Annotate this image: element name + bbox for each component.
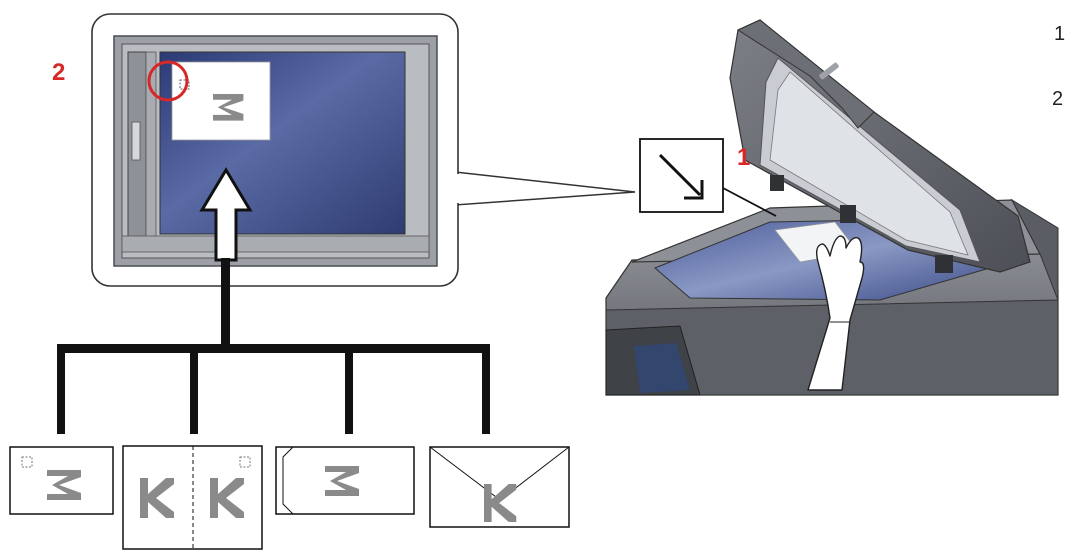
dashed-corner-icon [239,456,251,468]
placement-direction-box [639,138,724,213]
side-list-number-1: 1 [1054,23,1065,45]
callout-pointer [454,171,636,206]
original-types-connector [57,258,490,434]
corner-highlight-ring [147,60,189,102]
multifunction-printer [605,19,1059,396]
step-2-label: 2 [52,59,65,86]
step-1-label: 1 [737,144,750,171]
k-letter-icon [484,484,517,522]
k-letter-icon [47,470,81,500]
k-letter-icon [325,466,359,496]
placement-pointer-line [722,187,777,217]
k-letter-icon [140,478,174,518]
dashed-corner-icon [21,456,33,468]
original-book [122,445,263,550]
hand-pressing-original [807,235,865,391]
original-on-platen [171,61,271,141]
k-letter-icon [210,478,244,518]
original-envelope-top-flap [429,446,570,528]
side-list-number-2: 2 [1052,88,1063,110]
k-letter-icon [213,94,244,121]
diagonal-arrow-icon [658,153,704,200]
platen-zoom-callout [91,13,636,287]
original-envelope-side-flap [275,446,415,515]
original-sheet [9,446,114,515]
